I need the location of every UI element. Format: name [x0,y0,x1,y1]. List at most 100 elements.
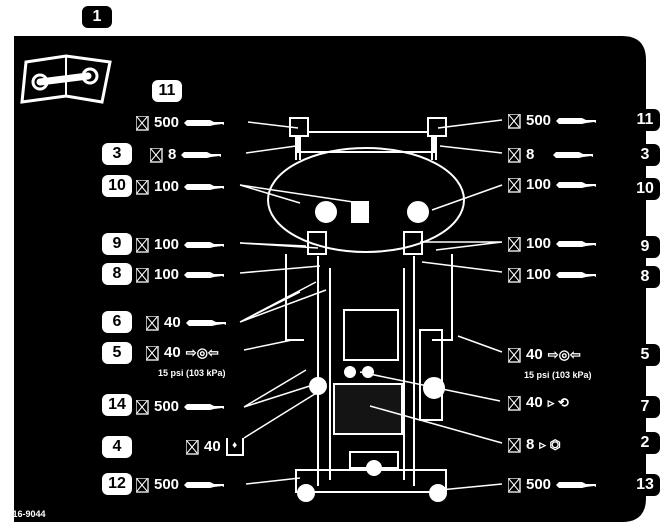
badge-left-5: 5 [102,342,132,364]
grease-gun-icon [184,404,225,410]
hourglass-icon [150,147,163,163]
badge-right-9: 9 [630,236,660,258]
hourglass-icon [508,395,521,411]
grease-gun-icon [184,242,225,248]
hourglass-icon [136,179,149,195]
belt-tension-icon: ▹ ⟲ [547,395,569,410]
right-row-5: 40 ⇨◎⇦ [508,346,581,364]
badge-left-8: 8 [102,263,132,285]
hours-value: 40 [164,314,181,331]
hours-value: 500 [526,476,552,493]
badge-right-5: 5 [630,344,660,366]
tire-pressure-icon: ⇨◎⇦ [185,345,219,360]
hours-value: 100 [154,178,180,195]
badge-left-11: 11 [152,80,182,102]
grease-gun-icon [556,118,597,124]
hours-value: 8 [526,146,535,163]
right-row-8: 100 [508,266,597,284]
left-row-9: 100 [136,236,225,254]
badge-right-10: 10 [630,178,660,200]
grease-gun-icon [553,152,594,158]
hourglass-icon [508,147,521,163]
leader-lines [239,119,503,491]
hours-value: 40 [204,438,221,455]
hourglass-icon [508,477,521,493]
hourglass-icon [146,345,159,361]
grease-gun-icon [556,482,597,488]
right-row-9: 100 [508,235,597,253]
grease-gun-icon [185,320,226,326]
hours-value: 500 [154,114,180,131]
hourglass-icon [508,113,521,129]
hourglass-icon [146,315,159,331]
badge-right-3: 3 [630,144,660,166]
left-row-14: 500 [136,398,225,416]
hours-value: 100 [526,235,552,252]
right-tire-pressure-note: 15 psi (103 kPa) [524,370,592,380]
right-row-13: 500 [508,476,597,494]
badge-right-8: 8 [630,266,660,288]
badge-right-2: 2 [630,432,660,454]
hours-value: 500 [526,112,552,129]
hours-value: 100 [526,176,552,193]
hourglass-icon [508,347,521,363]
badge-left-12: 12 [102,473,132,495]
badge-left-14: 14 [102,394,132,416]
hours-value: 500 [154,476,180,493]
badge-right-7: 7 [630,396,660,418]
right-row-10: 100 [508,176,597,194]
badge-left-6: 6 [102,311,132,333]
hours-value: 8 [526,436,535,453]
fluid-level-icon: ♦ [225,438,244,456]
manual-book-icon [20,54,112,104]
left-row-500: 500 [136,114,225,132]
hourglass-icon [508,236,521,252]
badge-left-9: 9 [102,233,132,255]
hourglass-icon [136,399,149,415]
hours-value: 40 [526,346,543,363]
badge-left-10: 10 [102,175,132,197]
hours-value: 40 [526,394,543,411]
engine-oil-icon: ▹ ⏣ [539,437,561,452]
hourglass-icon [136,267,149,283]
badge-right-11: 11 [630,109,660,131]
hours-value: 8 [168,146,177,163]
hourglass-icon [136,477,149,493]
left-row-12: 500 [136,476,225,494]
badge-1: 1 [82,6,112,28]
part-number: 116-9044 [8,509,46,519]
left-row-3: 8 [150,146,222,164]
machine-schematic [267,117,465,502]
tire-pressure-icon: ⇨◎⇦ [547,347,581,362]
hourglass-icon [508,437,521,453]
right-row-7: 40 ▹ ⟲ [508,394,569,412]
left-tire-pressure-note: 15 psi (103 kPa) [158,368,226,378]
badge-left-3: 3 [102,143,132,165]
right-row-11: 500 [508,112,597,130]
hourglass-icon [186,439,199,455]
hours-value: 40 [164,344,181,361]
hourglass-icon [508,267,521,283]
hours-value: 100 [526,266,552,283]
hourglass-icon [508,177,521,193]
badge-left-4: 4 [102,436,132,458]
grease-gun-icon [556,182,597,188]
grease-gun-icon [556,272,597,278]
grease-gun-icon [556,241,597,247]
hours-value: 100 [154,236,180,253]
left-row-4: 40 ♦ [186,438,244,456]
grease-gun-icon [184,272,225,278]
right-row-2: 8 ▹ ⏣ [508,436,561,454]
grease-gun-icon [184,184,225,190]
left-row-5: 40 ⇨◎⇦ [146,344,219,362]
grease-gun-icon [184,120,225,126]
grease-gun-icon [184,482,225,488]
badge-right-13: 13 [630,474,660,496]
grease-gun-icon [181,152,222,158]
hours-value: 500 [154,398,180,415]
left-row-10: 100 [136,178,225,196]
right-row-3: 8 [508,146,594,164]
left-row-6: 40 [146,314,226,332]
hourglass-icon [136,237,149,253]
